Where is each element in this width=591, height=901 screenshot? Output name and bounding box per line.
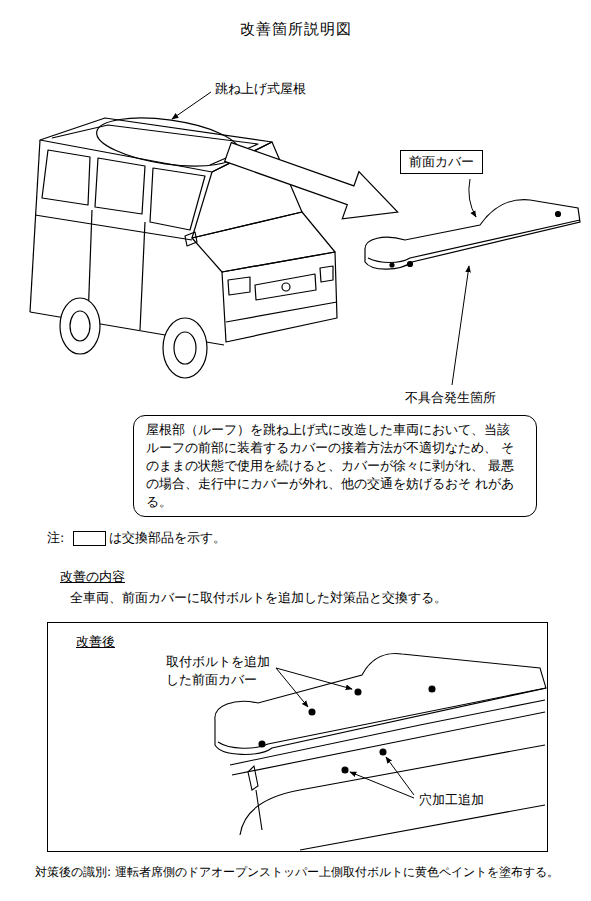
- leader-line: [452, 266, 469, 385]
- van-rear-edge: [30, 140, 40, 312]
- door-line: [140, 222, 145, 330]
- improvement-box: 改善後取付ボルトを追加 した前面カバー穴加工追加: [47, 622, 548, 852]
- leader-line: [172, 92, 211, 119]
- leader-line: [276, 668, 352, 689]
- emblem: [282, 283, 290, 291]
- section-heading: 改善後: [76, 633, 115, 651]
- bolt-dot: [259, 741, 265, 747]
- bumper-line: [226, 302, 337, 322]
- side-window: [95, 158, 145, 214]
- leader-line: [469, 179, 476, 217]
- bolt-dot: [355, 689, 361, 695]
- title: 改善箇所説明図: [0, 18, 591, 40]
- callout-label: 取付ボルトを追加 した前面カバー: [166, 653, 274, 689]
- note-label: 注:: [47, 529, 64, 547]
- wheel-hub: [174, 332, 196, 364]
- frame-post: [256, 790, 262, 830]
- side-window: [42, 150, 90, 205]
- cover-edge: [218, 688, 546, 748]
- hood: [192, 212, 335, 272]
- legend-sample: [73, 531, 106, 546]
- cover-edge: [368, 220, 580, 263]
- bolt-dot: [408, 262, 413, 267]
- section-heading: 改善の内容: [60, 568, 125, 586]
- leader-line: [276, 668, 308, 707]
- callout-label: 穴加工追加: [419, 791, 484, 809]
- mirror: [185, 232, 197, 246]
- hole-dot: [342, 767, 348, 773]
- improved-illustration: [215, 654, 546, 850]
- wheel: [60, 298, 100, 354]
- bolt-dot: [556, 212, 561, 217]
- description-box: 屋根部（ルーフ）を跳ね上げ式に改造した車両において、当該 ルーフの前部に装着する…: [133, 415, 537, 517]
- hinge: [248, 766, 258, 790]
- belt-line: [35, 215, 192, 240]
- part-name-box: 前面カバー: [400, 150, 483, 174]
- roof-frame: [240, 745, 545, 835]
- legend-text: は交換部品を示す。: [109, 529, 226, 547]
- hole-dot: [380, 749, 386, 755]
- highlight-ellipse: [94, 110, 243, 174]
- node-text: 屋根部（ルーフ）を跳ね上げ式に改造した車両において、当該 ルーフの前部に装着する…: [146, 421, 524, 511]
- leader-line: [350, 772, 414, 798]
- wheel-hub: [70, 311, 90, 341]
- headlight: [320, 266, 333, 282]
- van-illustration: [30, 118, 337, 378]
- wheel: [163, 318, 207, 378]
- part-label: 跳ね上げ式屋根: [215, 80, 306, 98]
- callout-label: 不具合発生箇所: [405, 389, 496, 407]
- van-front: [222, 252, 337, 342]
- bolt-dot: [309, 709, 315, 715]
- roof-frame: [300, 805, 545, 850]
- node-text: 前面カバー: [409, 153, 474, 171]
- headlight: [228, 277, 250, 295]
- bolt-dot: [390, 263, 394, 267]
- side-window: [150, 168, 205, 230]
- footer-note: 対策後の識別: 運転者席側のドアオープンストッパー上側取付ボルトに黄色ペイントを…: [35, 863, 586, 881]
- big-arrow: [225, 143, 398, 219]
- leader-line: [386, 757, 414, 795]
- grille: [255, 274, 316, 300]
- bolt-dot: [429, 686, 435, 692]
- body-text: 全車両、前面カバーに取付ボルトを追加した対策品と交換する。: [70, 589, 447, 607]
